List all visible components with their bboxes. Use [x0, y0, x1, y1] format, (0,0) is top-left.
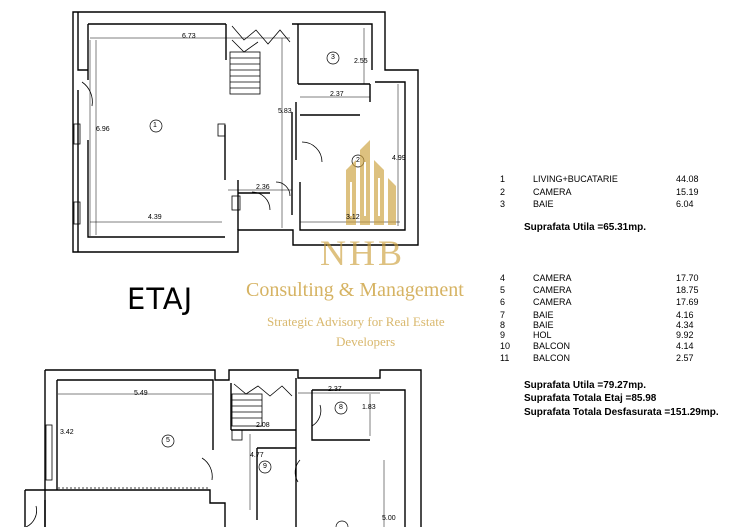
ground-total: Suprafata Utila =65.31mp. — [524, 222, 646, 233]
dim-549: 5.49 — [134, 390, 148, 397]
dim-183: 1.83 — [362, 404, 376, 411]
dim-583: 5.83 — [278, 108, 292, 115]
dim-499: 4.99 — [392, 155, 406, 162]
ground-room-table: 1 LIVING+BUCATARIE 44.08 2 CAMERA 15.19 … — [500, 174, 699, 209]
room-number-2: 2 — [356, 157, 360, 164]
staircase-ground — [229, 25, 291, 95]
dim-500: 5.00 — [382, 515, 396, 522]
upper-total-etaj: Suprafata Totala Etaj =85.98 — [524, 393, 657, 404]
room-number-3: 3 — [331, 54, 335, 61]
dim-208: 2.08 — [256, 422, 270, 429]
upper-total-utila: Suprafata Utila =79.27mp. — [524, 380, 646, 391]
dim-236: 2.36 — [256, 184, 270, 191]
watermark-tagline-2: Developers — [336, 334, 396, 349]
dim-237-top: 2.37 — [330, 91, 344, 98]
dimension-lines-upper — [56, 384, 385, 527]
upper-room-table: 4 CAMERA 17.70 5 CAMERA 18.75 6 CAMERA 1… — [500, 273, 699, 363]
room-number-8: 8 — [339, 404, 343, 411]
dim-255: 2.55 — [354, 58, 368, 65]
doors-upper — [25, 404, 322, 527]
nhb-logo-icon — [346, 140, 396, 225]
dim-439: 4.39 — [148, 214, 162, 221]
upper-floor-walls — [24, 369, 422, 527]
dim-673: 6.73 — [182, 33, 196, 40]
room-number-5: 5 — [166, 437, 170, 444]
watermark-tagline-1: Strategic Advisory for Real Estate — [267, 314, 445, 329]
staircase-upper — [231, 383, 293, 427]
room-marker-circles — [149, 51, 365, 527]
upper-total-desfasurata: Suprafata Totala Desfasurata =151.29mp. — [524, 407, 719, 418]
dim-477: 4.77 — [250, 452, 264, 459]
floor-label: ETAJ — [127, 282, 194, 316]
dim-312: 3.12 — [346, 214, 360, 221]
watermark-company: Consulting & Management — [246, 279, 464, 301]
dim-237-bottom: 2.37 — [328, 386, 342, 393]
doors-ground — [73, 81, 323, 238]
dim-696: 6.96 — [96, 126, 110, 133]
watermark-nhb: NHB — [320, 233, 406, 273]
room-number-9: 9 — [263, 463, 267, 470]
dim-342: 3.42 — [60, 429, 74, 436]
room-number-1: 1 — [153, 122, 157, 129]
ground-floor-walls — [72, 11, 419, 253]
